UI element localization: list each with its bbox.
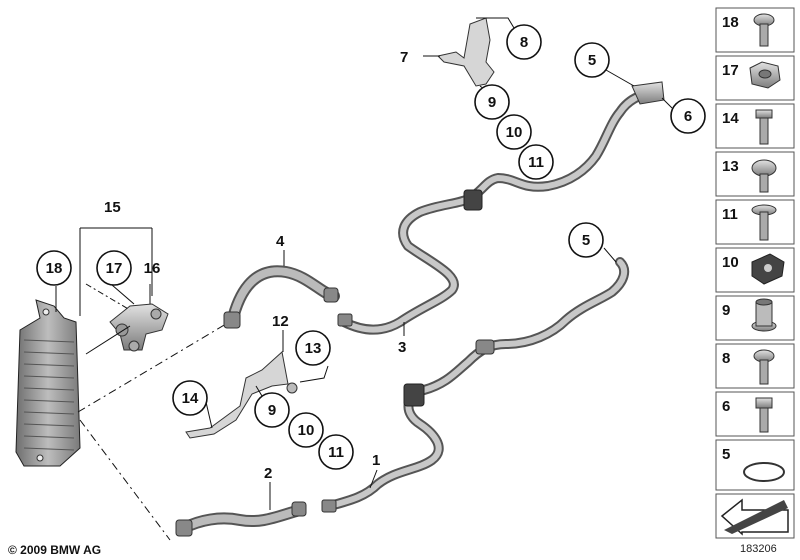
plain-callouts: 15 4 12 3 1 2 7 [104,49,408,482]
callout-2: 2 [264,465,272,482]
thermostat-valve [109,303,169,352]
callout-11-upper: 11 [528,154,544,171]
callout-1: 1 [372,452,380,469]
circled-callouts [36,24,706,470]
sidebar-label-9: 9 [722,302,730,319]
bolt-6-icon [755,397,773,433]
circled-callout-labels: 18 17 16 13 14 9 10 11 8 9 10 11 5 6 5 [46,34,693,461]
callout-5-upper: 5 [588,52,596,69]
rivet-nut-9-icon [751,298,777,332]
sidebar-label-6: 6 [722,398,730,415]
sidebar-label-11: 11 [722,206,738,223]
o-ring-5-icon [743,462,785,482]
sidebar-label-10: 10 [722,254,739,271]
sidebar-label-14: 14 [722,110,739,127]
sidebar-label-17: 17 [722,62,739,79]
hose-1 [321,257,630,513]
callout-6: 6 [684,108,692,125]
callout-11-lower: 11 [328,444,344,461]
callout-4: 4 [276,233,285,250]
callout-12: 12 [272,313,289,330]
parts-sidebar: 18 17 14 13 11 10 9 8 6 5 [715,7,795,539]
callout-9-upper: 9 [488,94,496,111]
callout-18: 18 [46,260,63,277]
callout-3: 3 [398,339,406,356]
oil-cooler [15,299,81,467]
bolt-8-icon [753,349,775,385]
hose-2 [175,501,307,537]
callout-7: 7 [400,49,408,66]
sidebar-label-18: 18 [722,14,739,31]
screw-13-icon [751,159,777,193]
leader-lines-group15 [55,227,227,541]
screw-18-icon [753,13,775,47]
callout-10-upper: 10 [506,124,523,141]
callout-10-lower: 10 [298,422,315,439]
arrow-symbol-icon [720,498,789,536]
callout-15: 15 [104,199,121,216]
callout-5-lower: 5 [582,232,590,249]
bracket-lower [185,351,298,439]
copyright-text: © 2009 BMW AG [8,543,101,557]
bolt-11-icon [751,204,777,241]
hose-3 [337,81,665,335]
callout-8: 8 [520,34,528,51]
callout-9-lower: 9 [268,402,276,419]
callout-17: 17 [106,260,123,277]
clamp-10-icon [751,253,785,285]
image-number: 183206 [740,543,777,555]
bracket-upper [437,17,495,87]
sidebar-label-13: 13 [722,158,739,175]
callout-13: 13 [305,340,322,357]
sidebar-label-5: 5 [722,446,730,463]
nut-17-icon [749,61,781,89]
sidebar-label-8: 8 [722,350,730,367]
callout-14: 14 [182,390,199,407]
hose-4 [223,265,340,329]
callout-16: 16 [144,260,161,277]
bolt-14-icon [755,109,773,145]
